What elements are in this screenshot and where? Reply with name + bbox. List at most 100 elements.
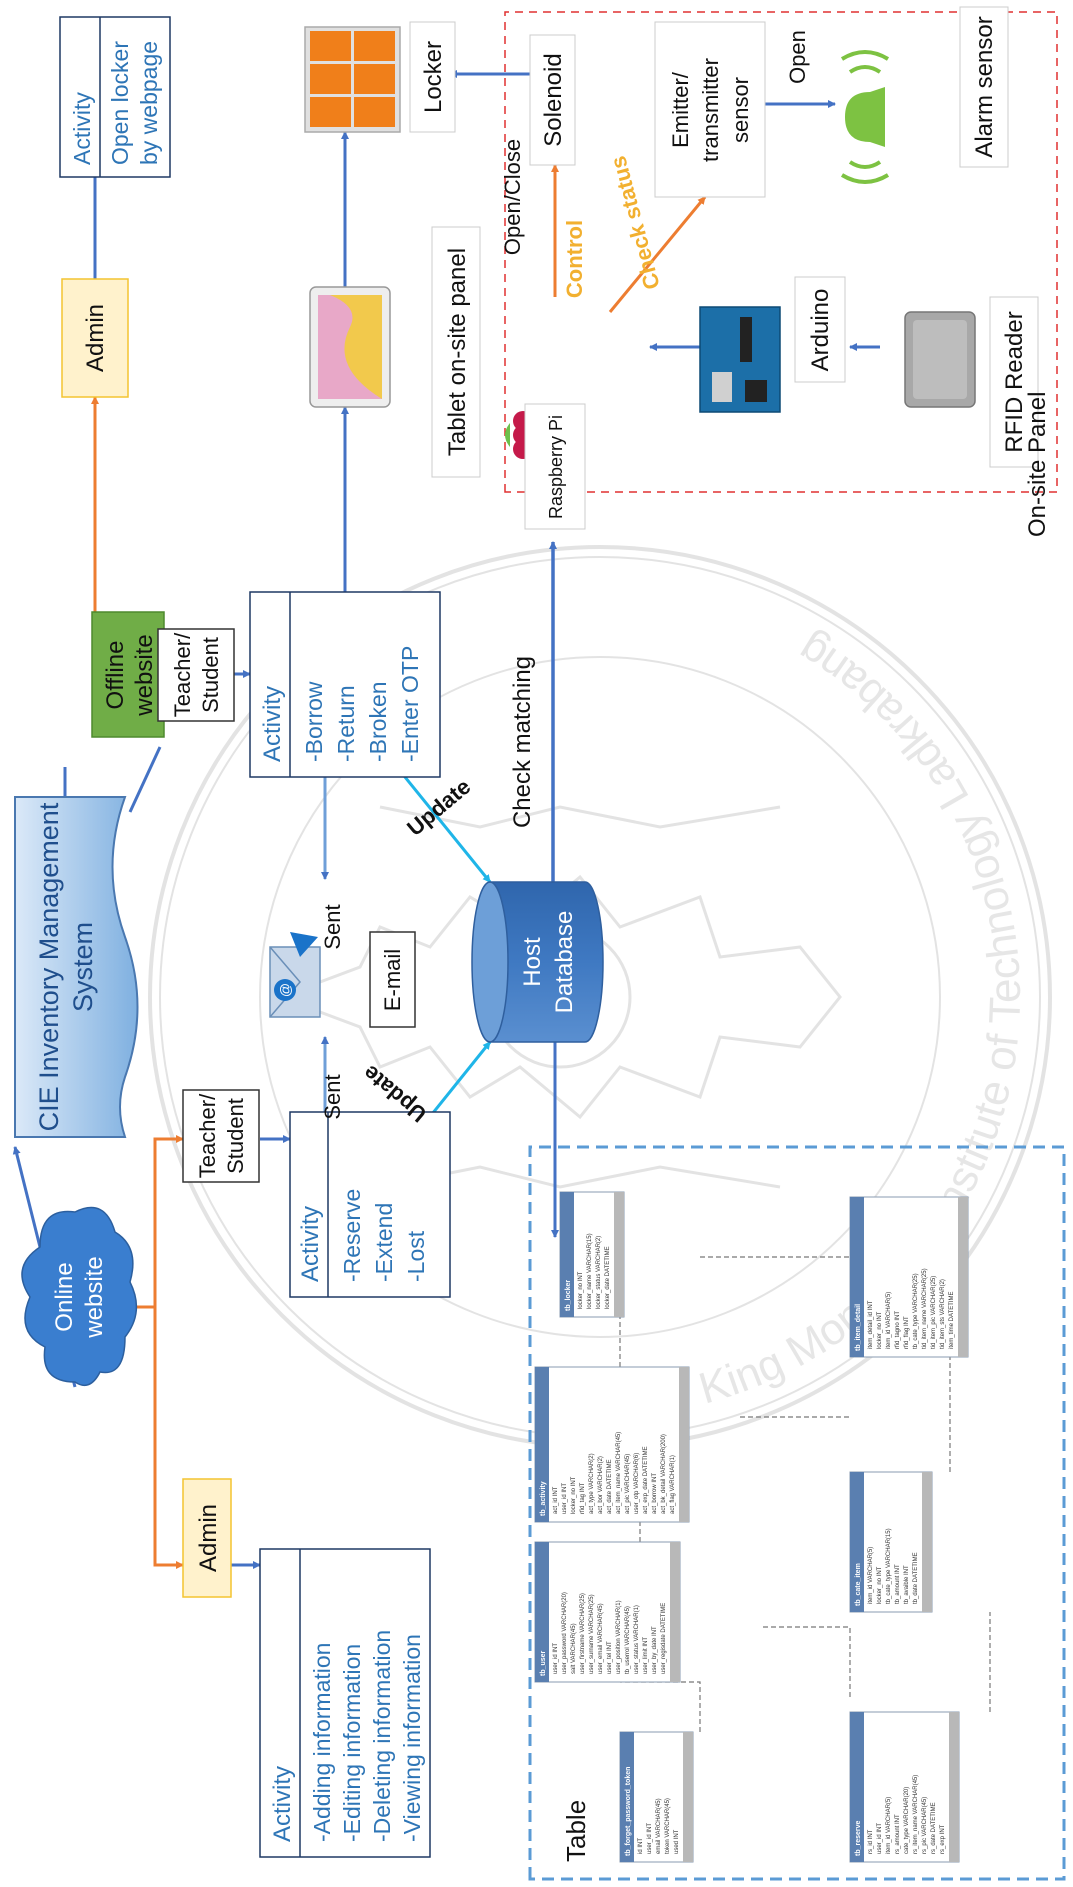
sent-label-online: Sent [320, 1074, 345, 1119]
activity-deleting: -Deleting information [369, 1630, 395, 1842]
db-table-field: tb_amount INT [895, 1564, 901, 1604]
db-table-field: locker_no INT [571, 1476, 577, 1514]
online-website-line1: Online [51, 1262, 78, 1331]
table-label: Table [561, 1800, 591, 1862]
db-table-field: id INT [638, 1838, 644, 1854]
online-teacher-student-box[interactable]: Teacher/ Student [182, 1089, 260, 1183]
online-website-cloud[interactable]: Online website [21, 1206, 138, 1387]
db-table-field: act_item_name VARCHAR(45) [616, 1432, 622, 1514]
db-table-field: item_detail_id INT [868, 1300, 874, 1349]
db-table-field: act_id INT [553, 1486, 559, 1514]
offline-admin-box[interactable]: Admin [61, 278, 129, 398]
db-table-field: used INT [674, 1829, 680, 1854]
db-line1: Host [519, 937, 546, 987]
arduino-label: Arduino [807, 289, 834, 372]
db-table-field: locker_no INT [877, 1311, 883, 1349]
db-table-field: user_id INT [553, 1643, 559, 1674]
db-table-field: salt VARCHAR(45) [571, 1623, 577, 1674]
sent-label-offline: Sent [320, 904, 345, 949]
svg-text:@: @ [277, 983, 293, 997]
offline-user-activity-box: Activity -Borrow -Return -Broken -Enter … [249, 591, 441, 778]
db-table-field: item_id VARCHAR(5) [886, 1292, 892, 1349]
db-table-name: tb_reserve [855, 1820, 862, 1856]
email-box: E-mail [369, 931, 416, 1028]
db-table-field: cate_type VARCHAR(20) [904, 1787, 910, 1854]
db-table-field: act_exp_date DATETIME [643, 1446, 649, 1514]
online-teacher-line1: Teacher/ [195, 1093, 220, 1178]
db-table-field: user_password VARCHAR(20) [562, 1592, 568, 1674]
offline-admin-label: Admin [82, 304, 109, 372]
db-table-field: locker_status VARCHAR(2) [596, 1236, 602, 1309]
offline-admin-activity-box: Activity Open locker by webpage [59, 16, 171, 178]
db-table-field: tb_cate_type VARCHAR(15) [886, 1528, 892, 1604]
online-website-line2: website [81, 1256, 108, 1338]
db-table-field: tb_cate_type VARCHAR(25) [913, 1273, 919, 1349]
activity-heading: Activity [297, 1206, 324, 1282]
check-matching-label: Check matching [509, 656, 536, 828]
offline-teacher-student-box[interactable]: Teacher/ Student [157, 628, 235, 722]
offline-website-line1: Offline [102, 641, 129, 710]
activity-heading: Activity [69, 92, 95, 165]
db-table-name: tb_forget_password_token [625, 1767, 632, 1856]
table-region [528, 1145, 1066, 1881]
db-table-field: tid_item_pic VARCHAR(25) [931, 1276, 937, 1349]
db-table-field: locker_no INT [578, 1271, 584, 1309]
db-table-field: rfid_flag INT [904, 1316, 910, 1349]
db-table-field: user_status VARCHAR(1) [634, 1605, 640, 1674]
db-table-field: user_id INT [562, 1483, 568, 1514]
offline-website-box[interactable]: Offline website [91, 611, 165, 738]
db-table-field: tid_item_name VARCHAR(25) [922, 1268, 928, 1349]
update-label-offline: Update [402, 774, 475, 841]
db-table-field: item_id VARCHAR(5) [886, 1797, 892, 1854]
db-table-name: tb_user [540, 1650, 547, 1676]
open-label: Open [785, 30, 810, 84]
db-table-field: user_otp VARCHAR(6) [634, 1453, 640, 1514]
onsite-panel-label: On-site Panel [1024, 392, 1051, 537]
activity-viewing: -Viewing information [399, 1634, 425, 1842]
db-table-field: item_time DATETIME [949, 1291, 955, 1349]
db-table-field: rs_exp INT [940, 1824, 946, 1854]
activity-broken: -Broken [365, 681, 391, 762]
db-table-field: act_date DATETIME [607, 1459, 613, 1514]
db-table-field: rfid_tagno INT [895, 1311, 901, 1349]
db-table-name: tb_cate_item [855, 1563, 862, 1606]
online-teacher-line2: Student [223, 1098, 248, 1174]
arduino-icon [699, 306, 781, 413]
offline-website-line2: website [131, 634, 158, 716]
emitter-line2: transmitter [698, 58, 723, 162]
db-table-field: item_id VARCHAR(5) [868, 1547, 874, 1604]
online-admin-box[interactable]: Admin [182, 1478, 232, 1598]
db-table-field: tid_item_sts VARCHAR(2) [940, 1279, 946, 1349]
db-table-field: act_borrow INT [652, 1473, 658, 1514]
db-table-field: user_position VARCHAR(1) [616, 1600, 622, 1674]
onsite-panel-region [504, 11, 1058, 493]
db-table-field: rs_item_name VARCHAR(45) [913, 1775, 919, 1854]
online-admin-activity-box: Activity -Adding information -Editing in… [259, 1548, 431, 1858]
db-table-name: tb_locker [565, 1280, 572, 1311]
activity-heading: Activity [259, 686, 286, 762]
activity-editing: -Editing information [339, 1644, 365, 1842]
db-table-field: act_flag VARCHAR(1) [670, 1455, 676, 1514]
tablet-icon [309, 286, 391, 408]
host-database: Host Database [471, 881, 604, 1043]
online-admin-label: Admin [195, 1504, 222, 1572]
db-table-field: user_id INT [647, 1823, 653, 1854]
db-table-field: user_id INT [877, 1823, 883, 1854]
rfid-reader-box: RFID Reader [989, 296, 1039, 468]
rfid-reader-label: RFID Reader [1001, 311, 1028, 452]
db-table-field: rs_date DATETIME [931, 1802, 937, 1854]
raspberry-pi-box: Raspberry Pi [524, 403, 586, 530]
activity-open-locker-1: Open locker [107, 41, 133, 165]
db-table-field: locker_date DATETIME [605, 1246, 611, 1309]
db-table-field: rfid_tag INT [580, 1482, 586, 1514]
solenoid-label: Solenoid [540, 53, 567, 146]
db-table-field: user_by_date INT [652, 1626, 658, 1674]
activity-heading: Activity [269, 1766, 296, 1842]
